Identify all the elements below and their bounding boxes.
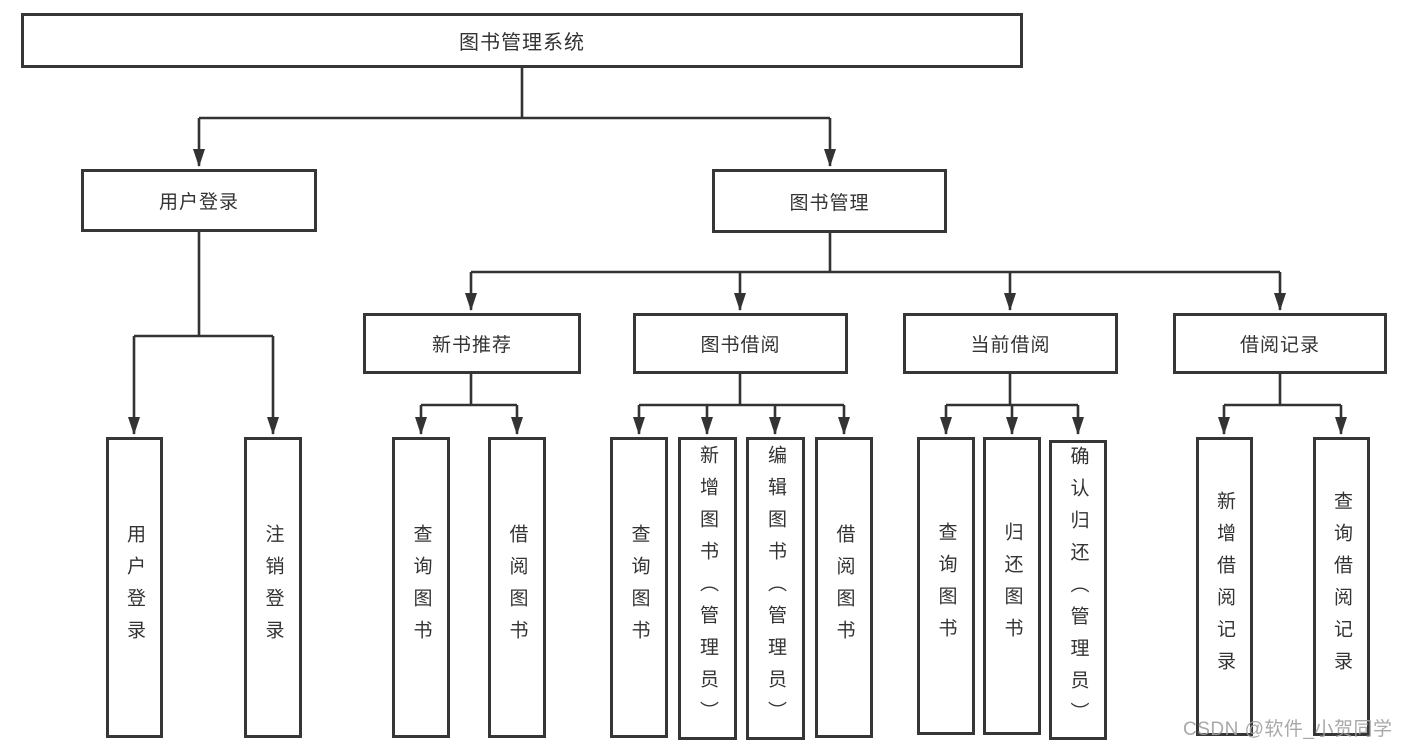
node-root: 图书管理系统 xyxy=(21,13,1023,68)
leaf-borrow-add-books-admin: 新增图书（管理员） xyxy=(678,437,737,740)
node-borrow-records: 借阅记录 xyxy=(1173,313,1387,374)
leaf-borrow-query-books: 查询图书 xyxy=(610,437,668,738)
node-book-management: 图书管理 xyxy=(712,169,947,233)
node-book-borrow: 图书借阅 xyxy=(633,313,848,374)
connector-current-borrow-children xyxy=(940,374,1084,435)
connector-new-book-recommend-children xyxy=(415,374,523,435)
connector-root-to-level2 xyxy=(193,68,836,167)
leaf-current-query-books: 查询图书 xyxy=(917,437,975,735)
leaf-newrec-borrow-books: 借阅图书 xyxy=(488,437,546,738)
leaf-borrow-edit-books-admin: 编辑图书（管理员） xyxy=(746,437,805,740)
leaf-records-add-record: 新增借阅记录 xyxy=(1196,437,1253,736)
node-user-login: 用户登录 xyxy=(81,169,317,232)
leaf-newrec-query-books: 查询图书 xyxy=(392,437,450,738)
connector-user-login-children xyxy=(128,232,279,435)
connector-book-borrow-children xyxy=(633,374,850,435)
node-new-book-recommend: 新书推荐 xyxy=(363,313,581,374)
connector-book-management-children xyxy=(465,233,1286,311)
connector-borrow-records-children xyxy=(1218,374,1347,435)
leaf-current-return-books: 归还图书 xyxy=(983,437,1041,735)
leaf-current-confirm-return-admin: 确认归还（管理员） xyxy=(1049,440,1107,740)
leaf-borrow-borrow-books: 借阅图书 xyxy=(815,437,873,738)
leaf-user-login: 用户登录 xyxy=(106,437,163,738)
node-current-borrow: 当前借阅 xyxy=(903,313,1118,374)
leaf-records-query-record: 查询借阅记录 xyxy=(1313,437,1370,736)
watermark-text: CSDN @软件_小贺同学 xyxy=(1183,719,1393,740)
leaf-logout: 注销登录 xyxy=(244,437,302,738)
